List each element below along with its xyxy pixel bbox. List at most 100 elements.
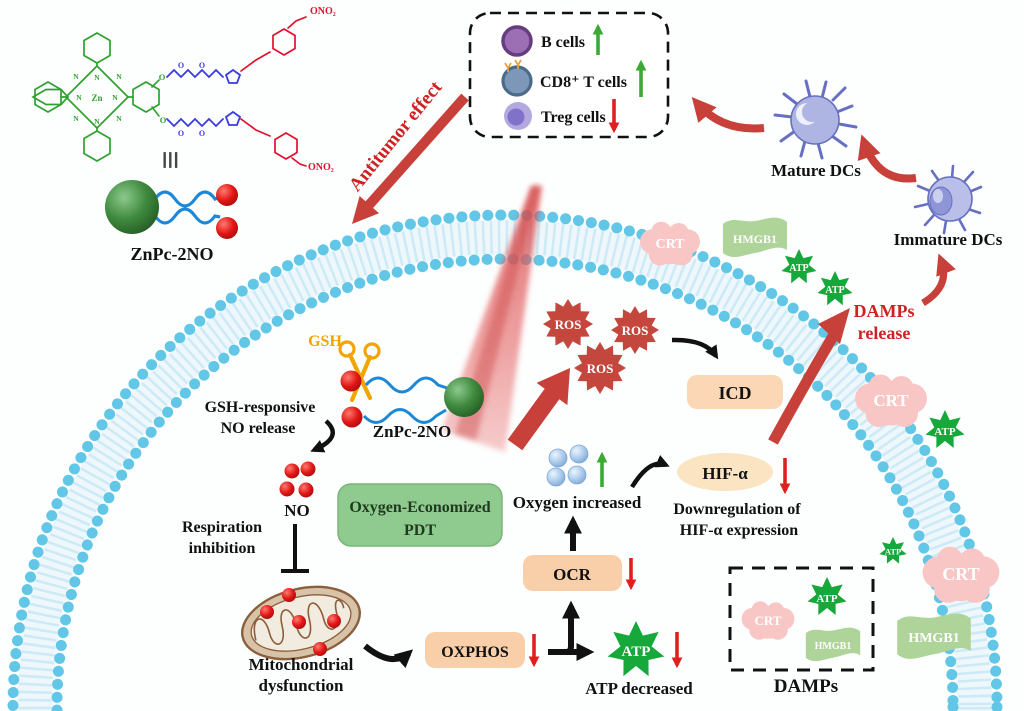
- no-release-arrow: [310, 419, 335, 453]
- oxygen-to-hif-arrow: [630, 455, 670, 489]
- phthalocyanine-core: [31, 32, 160, 162]
- atp-label: ATP: [789, 263, 808, 274]
- hif-pathway: HIF-α Downregulation of HIF-α expression: [673, 453, 801, 539]
- pdt-label-1: Oxygen-Economized: [349, 499, 490, 516]
- chemical-structure: Zn N N N N N N N N O O O O O O ONO₂ ONO₂…: [31, 6, 336, 173]
- hif-label: HIF-α: [702, 464, 748, 483]
- znpc-sphere: [105, 180, 159, 234]
- o-atom: O: [159, 72, 166, 82]
- immature-dc: Immature DCs: [894, 164, 1003, 249]
- atp-decreased-label: ATP decreased: [585, 679, 693, 698]
- no-donor-sphere: [216, 184, 238, 206]
- mito-label-2: dysfunction: [258, 676, 344, 695]
- tcr-receptors: [504, 59, 522, 72]
- crt-label: CRT: [873, 391, 909, 410]
- crt-label: CRT: [655, 237, 685, 252]
- ros-to-icd-arrow: [671, 337, 719, 360]
- pdt-box: Oxygen-Economized PDT: [337, 483, 503, 547]
- molecule-label: ZnPc-2NO: [131, 244, 214, 264]
- immature-dcs-label: Immature DCs: [894, 230, 1003, 249]
- gsh-responsive-1: GSH-responsive: [205, 399, 316, 416]
- hif-ellipse: [677, 453, 773, 491]
- antitumor-effect: Antitumor effect: [345, 77, 469, 224]
- icd-to-damps-arrow: [768, 325, 843, 445]
- cell-membrane: [7, 209, 1003, 711]
- outer-lipid-heads: [7, 209, 1003, 711]
- atp-label: ATP: [816, 593, 837, 605]
- ros-label: ROS: [622, 323, 649, 338]
- n-atom: N: [112, 93, 118, 102]
- oxygen-increased: Oxygen increased: [513, 444, 642, 512]
- no-donor-sphere: [341, 406, 363, 428]
- atp-decreased: ATP ATP decreased: [585, 621, 693, 698]
- oxphos-box: OXPHOS: [425, 632, 540, 668]
- znpc2no-schematic: ZnPc-2NO: [105, 180, 238, 264]
- crt-label: CRT: [755, 613, 782, 628]
- o-atom: O: [160, 115, 167, 125]
- immune-panel: B cells CD8⁺ T cells Treg cells: [468, 11, 670, 139]
- respiration-1: Respiration: [182, 519, 262, 536]
- immature-to-mature-arrow: [857, 134, 917, 183]
- znpc-sphere: [444, 377, 484, 417]
- hmgb1-label: HMGB1: [908, 631, 959, 646]
- damps-release: DAMPs release: [768, 253, 956, 445]
- mitochondria: Mitochondrial dysfunction: [241, 585, 361, 695]
- extracellular-damps: CRT HMGB1 ATP ATP CRT ATP ATP CRT HMGB1: [640, 217, 1000, 659]
- atp-label: ATP: [825, 285, 844, 296]
- treg-nucleus: [507, 108, 525, 126]
- treg-label: Treg cells: [541, 109, 606, 126]
- mito-to-oxphos-arrow: [363, 643, 414, 669]
- ono2-label: ONO₂: [308, 162, 334, 173]
- ocr-box: OCR: [523, 555, 637, 591]
- mature-dc: Mature DCs: [771, 79, 861, 180]
- no-donor-sphere: [340, 370, 362, 392]
- mature-dc-to-panel-arrow: [691, 96, 765, 133]
- n-atom: N: [94, 73, 100, 82]
- atp-label: ATP: [885, 547, 901, 557]
- n-atom: N: [73, 114, 79, 123]
- gsh-responsive-2: NO release: [221, 420, 296, 437]
- ros-label: ROS: [587, 361, 614, 376]
- oxphos-label: OXPHOS: [441, 644, 509, 661]
- icd-box: ICD: [687, 375, 783, 409]
- nitrate-arms: [240, 16, 307, 167]
- o-atom: O: [178, 129, 184, 138]
- oxygen-increased-label: Oxygen increased: [513, 493, 642, 512]
- atp-label: ATP: [934, 426, 955, 438]
- icd-label: ICD: [718, 383, 751, 403]
- scissors-icon: [338, 340, 381, 403]
- damps-to-immature-arrow: [921, 253, 956, 306]
- downreg-label-1: Downregulation of: [673, 501, 801, 518]
- ocr-label: OCR: [553, 565, 592, 584]
- cleaved-molecule-label: ZnPc-2NO: [373, 422, 451, 441]
- damps-release-label-2: release: [858, 323, 911, 343]
- n-atom: N: [73, 72, 79, 81]
- znpc-to-ros-arrow: [507, 368, 570, 451]
- mature-dcs-label: Mature DCs: [771, 161, 861, 180]
- lipid-tails: [18, 220, 992, 711]
- ros-generation: ROS ROS ROS: [507, 299, 719, 451]
- o-atom: O: [178, 61, 184, 70]
- hmgb1-label: HMGB1: [815, 641, 852, 652]
- crt-label: CRT: [942, 564, 979, 584]
- n-atom: N: [76, 93, 82, 102]
- b-cells-label: B cells: [541, 34, 585, 51]
- atp-label: ATP: [622, 644, 651, 660]
- ros-label: ROS: [555, 317, 582, 332]
- gsh-label: GSH: [308, 333, 342, 350]
- zn-label: Zn: [91, 93, 102, 103]
- pdt-label-2: PDT: [404, 522, 436, 539]
- equivalence-symbol: ≡: [151, 150, 188, 169]
- no-label: NO: [284, 501, 310, 520]
- dc-spikes: [913, 164, 983, 235]
- branch-up-to-ocr: [548, 600, 580, 655]
- o-atom: O: [199, 61, 205, 70]
- no-release: GSH-responsive NO release NO Respiration…: [182, 399, 335, 573]
- b-cell-icon: [501, 25, 533, 57]
- damps-label: DAMPs: [774, 676, 838, 697]
- gsh-cleavage: GSH ZnPc-2NO: [308, 333, 484, 441]
- n-atom: N: [94, 117, 100, 126]
- damps-box: CRT ATP HMGB1 DAMPs: [728, 566, 875, 697]
- respiration-2: inhibition: [189, 540, 256, 557]
